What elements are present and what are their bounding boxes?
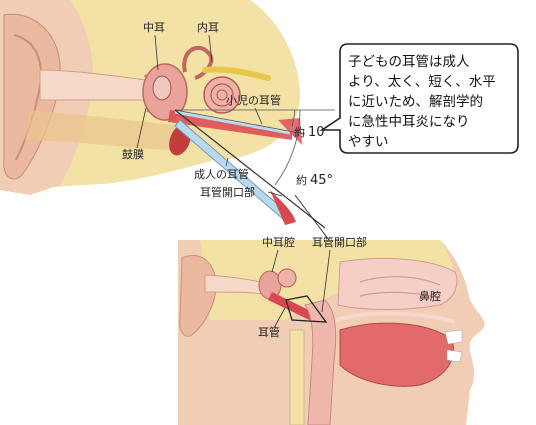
callout-line-5: やすい — [348, 134, 389, 150]
label-adult-tube: 成人の耳管 — [194, 167, 249, 181]
nasal-cavity — [337, 257, 458, 311]
tube-opening-flare — [270, 190, 296, 225]
label-angle-adult-prefix: 約 — [296, 173, 307, 187]
cochlea — [203, 76, 241, 114]
callout-line-4: に急性中耳炎になり — [348, 114, 470, 130]
label-angle-child-prefix: 約 — [294, 125, 305, 139]
cervical-spine — [289, 329, 305, 425]
callout-line-2: より、太く、短く、水平 — [348, 74, 496, 90]
soft-tissue-lower — [25, 110, 175, 150]
top-ear-illustration — [0, 0, 336, 249]
label-middle-ear: 中耳 — [143, 21, 165, 34]
tongue — [339, 322, 454, 387]
angle-10-line — [174, 109, 306, 135]
ossicles — [152, 75, 172, 101]
semicircular-canals — [182, 45, 214, 80]
bottom-head-illustration — [178, 240, 485, 425]
label-tube-opening: 耳管開口部 — [200, 185, 255, 199]
zoom-lead-line — [294, 194, 336, 249]
pharynx — [304, 299, 337, 425]
label-eustachian-tube: 耳管 — [258, 325, 280, 339]
callout-box: 子どもの耳管は成人 より、太く、短く、水平 に近いため、解剖学的 に急性中耳炎に… — [319, 43, 519, 154]
label-inner-ear: 内耳 — [197, 20, 219, 34]
label-middle-ear-cavity: 中耳腔 — [262, 235, 295, 249]
callout-line-1: 子どもの耳管は成人 — [348, 54, 470, 70]
angle-45-line — [174, 109, 326, 229]
label-child-tube: 小児の耳管 — [226, 93, 281, 107]
callout-line-3: に近いため、解剖学的 — [348, 94, 483, 110]
label-eardrum: 鼓膜 — [122, 147, 144, 161]
zoom-box — [285, 295, 328, 323]
auditory-nerve — [202, 66, 271, 81]
label-tube-opening-2: 耳管開口部 — [312, 235, 367, 249]
label-nasal-cavity: 鼻腔 — [419, 289, 441, 303]
label-angle-adult-value: 45° — [310, 173, 333, 188]
